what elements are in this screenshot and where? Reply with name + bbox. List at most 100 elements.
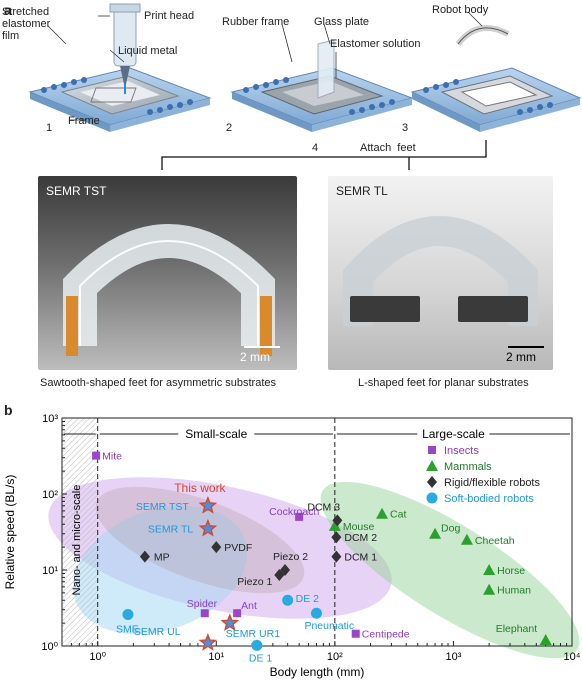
point-semr-tst bbox=[198, 496, 218, 514]
nano-scale-label: Nano- and micro-scale bbox=[71, 485, 83, 596]
legend-label: Mammals bbox=[444, 461, 492, 473]
small-scale-label: Small-scale bbox=[185, 427, 247, 441]
point-semr-ur1 bbox=[220, 613, 240, 632]
soft-robots-region bbox=[72, 505, 248, 635]
point-label-semr-tl: SEMR TL bbox=[148, 524, 193, 536]
point-cheetah bbox=[460, 533, 473, 545]
point-cockroach bbox=[295, 512, 304, 521]
step4-number: 4 bbox=[312, 142, 319, 154]
point-human bbox=[483, 583, 496, 595]
this-work-label: This work bbox=[174, 481, 226, 495]
point-label-mp: MP bbox=[154, 552, 170, 564]
point-cat bbox=[376, 507, 389, 519]
legend-label: Soft-bodied robots bbox=[444, 493, 534, 505]
legend-marker-circle bbox=[426, 492, 438, 504]
callout-lines bbox=[47, 11, 483, 121]
photo-semr-tst: SEMR TST 2 mm bbox=[38, 176, 297, 370]
step1-illustration bbox=[28, 3, 212, 132]
point-dcm-1 bbox=[331, 550, 342, 563]
x-tick-label: 10² bbox=[327, 651, 343, 663]
point-dcm-3 bbox=[332, 514, 343, 527]
step2-illustration bbox=[230, 39, 414, 132]
nano-region-shade bbox=[62, 418, 98, 646]
plot-frame bbox=[61, 417, 573, 647]
fabrication-diagram bbox=[28, 3, 582, 170]
label-print-head: Print head bbox=[144, 10, 195, 22]
label-glass-plate: Glass plate bbox=[314, 16, 370, 28]
point-label-de-2: DE 2 bbox=[296, 593, 320, 605]
point-semr-ul bbox=[198, 633, 218, 651]
point-label-mite: Mite bbox=[102, 451, 122, 463]
y-tick-label: 10² bbox=[42, 489, 58, 501]
point-horse bbox=[483, 564, 496, 575]
point-semr-tl bbox=[198, 518, 218, 537]
y-tick-label: 10⁰ bbox=[41, 641, 58, 653]
photo-tst-title: SEMR TST bbox=[46, 184, 107, 198]
step3-illustration bbox=[410, 24, 582, 132]
x-tick-label: 10³ bbox=[445, 651, 461, 663]
point-label-mouse: Mouse bbox=[343, 521, 375, 533]
point-spider bbox=[200, 609, 209, 618]
point-dog bbox=[429, 527, 442, 539]
point-de-1 bbox=[251, 639, 263, 651]
point-label-semr-tst: SEMR TST bbox=[136, 501, 189, 513]
step4-label: Attach feet bbox=[360, 142, 416, 154]
label-robot-body: Robot body bbox=[432, 4, 489, 16]
point-label-sme: SME bbox=[116, 623, 139, 635]
caption-tl: L-shaped feet for planar substrates bbox=[358, 377, 529, 389]
point-label-semr-ur1: SEMR UR1 bbox=[226, 628, 280, 640]
label-frame: Frame bbox=[68, 115, 100, 127]
large-scale-label: Large-scale bbox=[422, 427, 485, 441]
point-label-ant: Ant bbox=[241, 600, 257, 612]
point-label-human: Human bbox=[497, 585, 531, 597]
legend-label: Rigid/flexible robots bbox=[444, 477, 540, 489]
point-dcm-2 bbox=[331, 531, 342, 544]
y-tick-label: 10¹ bbox=[42, 565, 58, 577]
point-label-piezo-2: Piezo 2 bbox=[273, 551, 308, 563]
mammals-region bbox=[320, 481, 580, 659]
point-mouse bbox=[328, 519, 341, 531]
point-pneumatic bbox=[310, 607, 322, 619]
scale-bar-tl bbox=[508, 346, 544, 348]
label-elastomer-solution: Elastomer solution bbox=[330, 38, 421, 50]
point-label-dcm-3: DCM 3 bbox=[307, 501, 340, 513]
step2-number: 2 bbox=[226, 122, 233, 134]
label-liquid-metal: Liquid metal bbox=[118, 45, 178, 57]
point-mite bbox=[92, 451, 101, 460]
point-elephant bbox=[539, 633, 552, 645]
point-label-piezo-1: Piezo 1 bbox=[237, 576, 272, 588]
photo-semr-tl: SEMR TL 2 mm bbox=[328, 176, 553, 370]
panel-b-letter: b bbox=[4, 402, 13, 418]
photo-tl-title: SEMR TL bbox=[336, 184, 388, 198]
point-ant bbox=[233, 609, 242, 618]
small-scale-label-bg bbox=[178, 426, 255, 440]
point-label-dcm-2: DCM 2 bbox=[344, 532, 377, 544]
legend-marker-square bbox=[428, 446, 436, 454]
y-axis-label: Relative speed (BL/s) bbox=[3, 475, 17, 590]
point-label-dog: Dog bbox=[441, 523, 460, 535]
point-mp bbox=[139, 550, 150, 563]
point-label-pvdf: PVDF bbox=[224, 542, 252, 554]
caption-tst: Sawtooth-shaped feet for asymmetric subs… bbox=[40, 377, 276, 389]
point-label-cheetah: Cheetah bbox=[475, 535, 515, 547]
point-label-dcm-1: DCM 1 bbox=[344, 552, 377, 564]
point-label-pneumatic: Pneumatic bbox=[304, 620, 354, 632]
point-label-de-1: DE 1 bbox=[249, 652, 273, 664]
point-sme bbox=[122, 608, 134, 620]
x-axis-label: Body length (mm) bbox=[270, 665, 365, 679]
point-label-spider: Spider bbox=[187, 598, 218, 610]
scale-label-tl: 2 mm bbox=[506, 350, 536, 364]
panel-a-letter: a bbox=[4, 2, 12, 18]
point-centipede bbox=[351, 629, 360, 638]
x-tick-label: 10⁰ bbox=[89, 651, 106, 663]
point-label-horse: Horse bbox=[497, 565, 525, 577]
step3-number: 3 bbox=[402, 122, 409, 134]
scale-label-tst: 2 mm bbox=[240, 350, 270, 364]
label-rubber-frame: Rubber frame bbox=[222, 16, 290, 28]
point-label-cat: Cat bbox=[390, 509, 406, 521]
point-piezo-1 bbox=[274, 568, 285, 581]
